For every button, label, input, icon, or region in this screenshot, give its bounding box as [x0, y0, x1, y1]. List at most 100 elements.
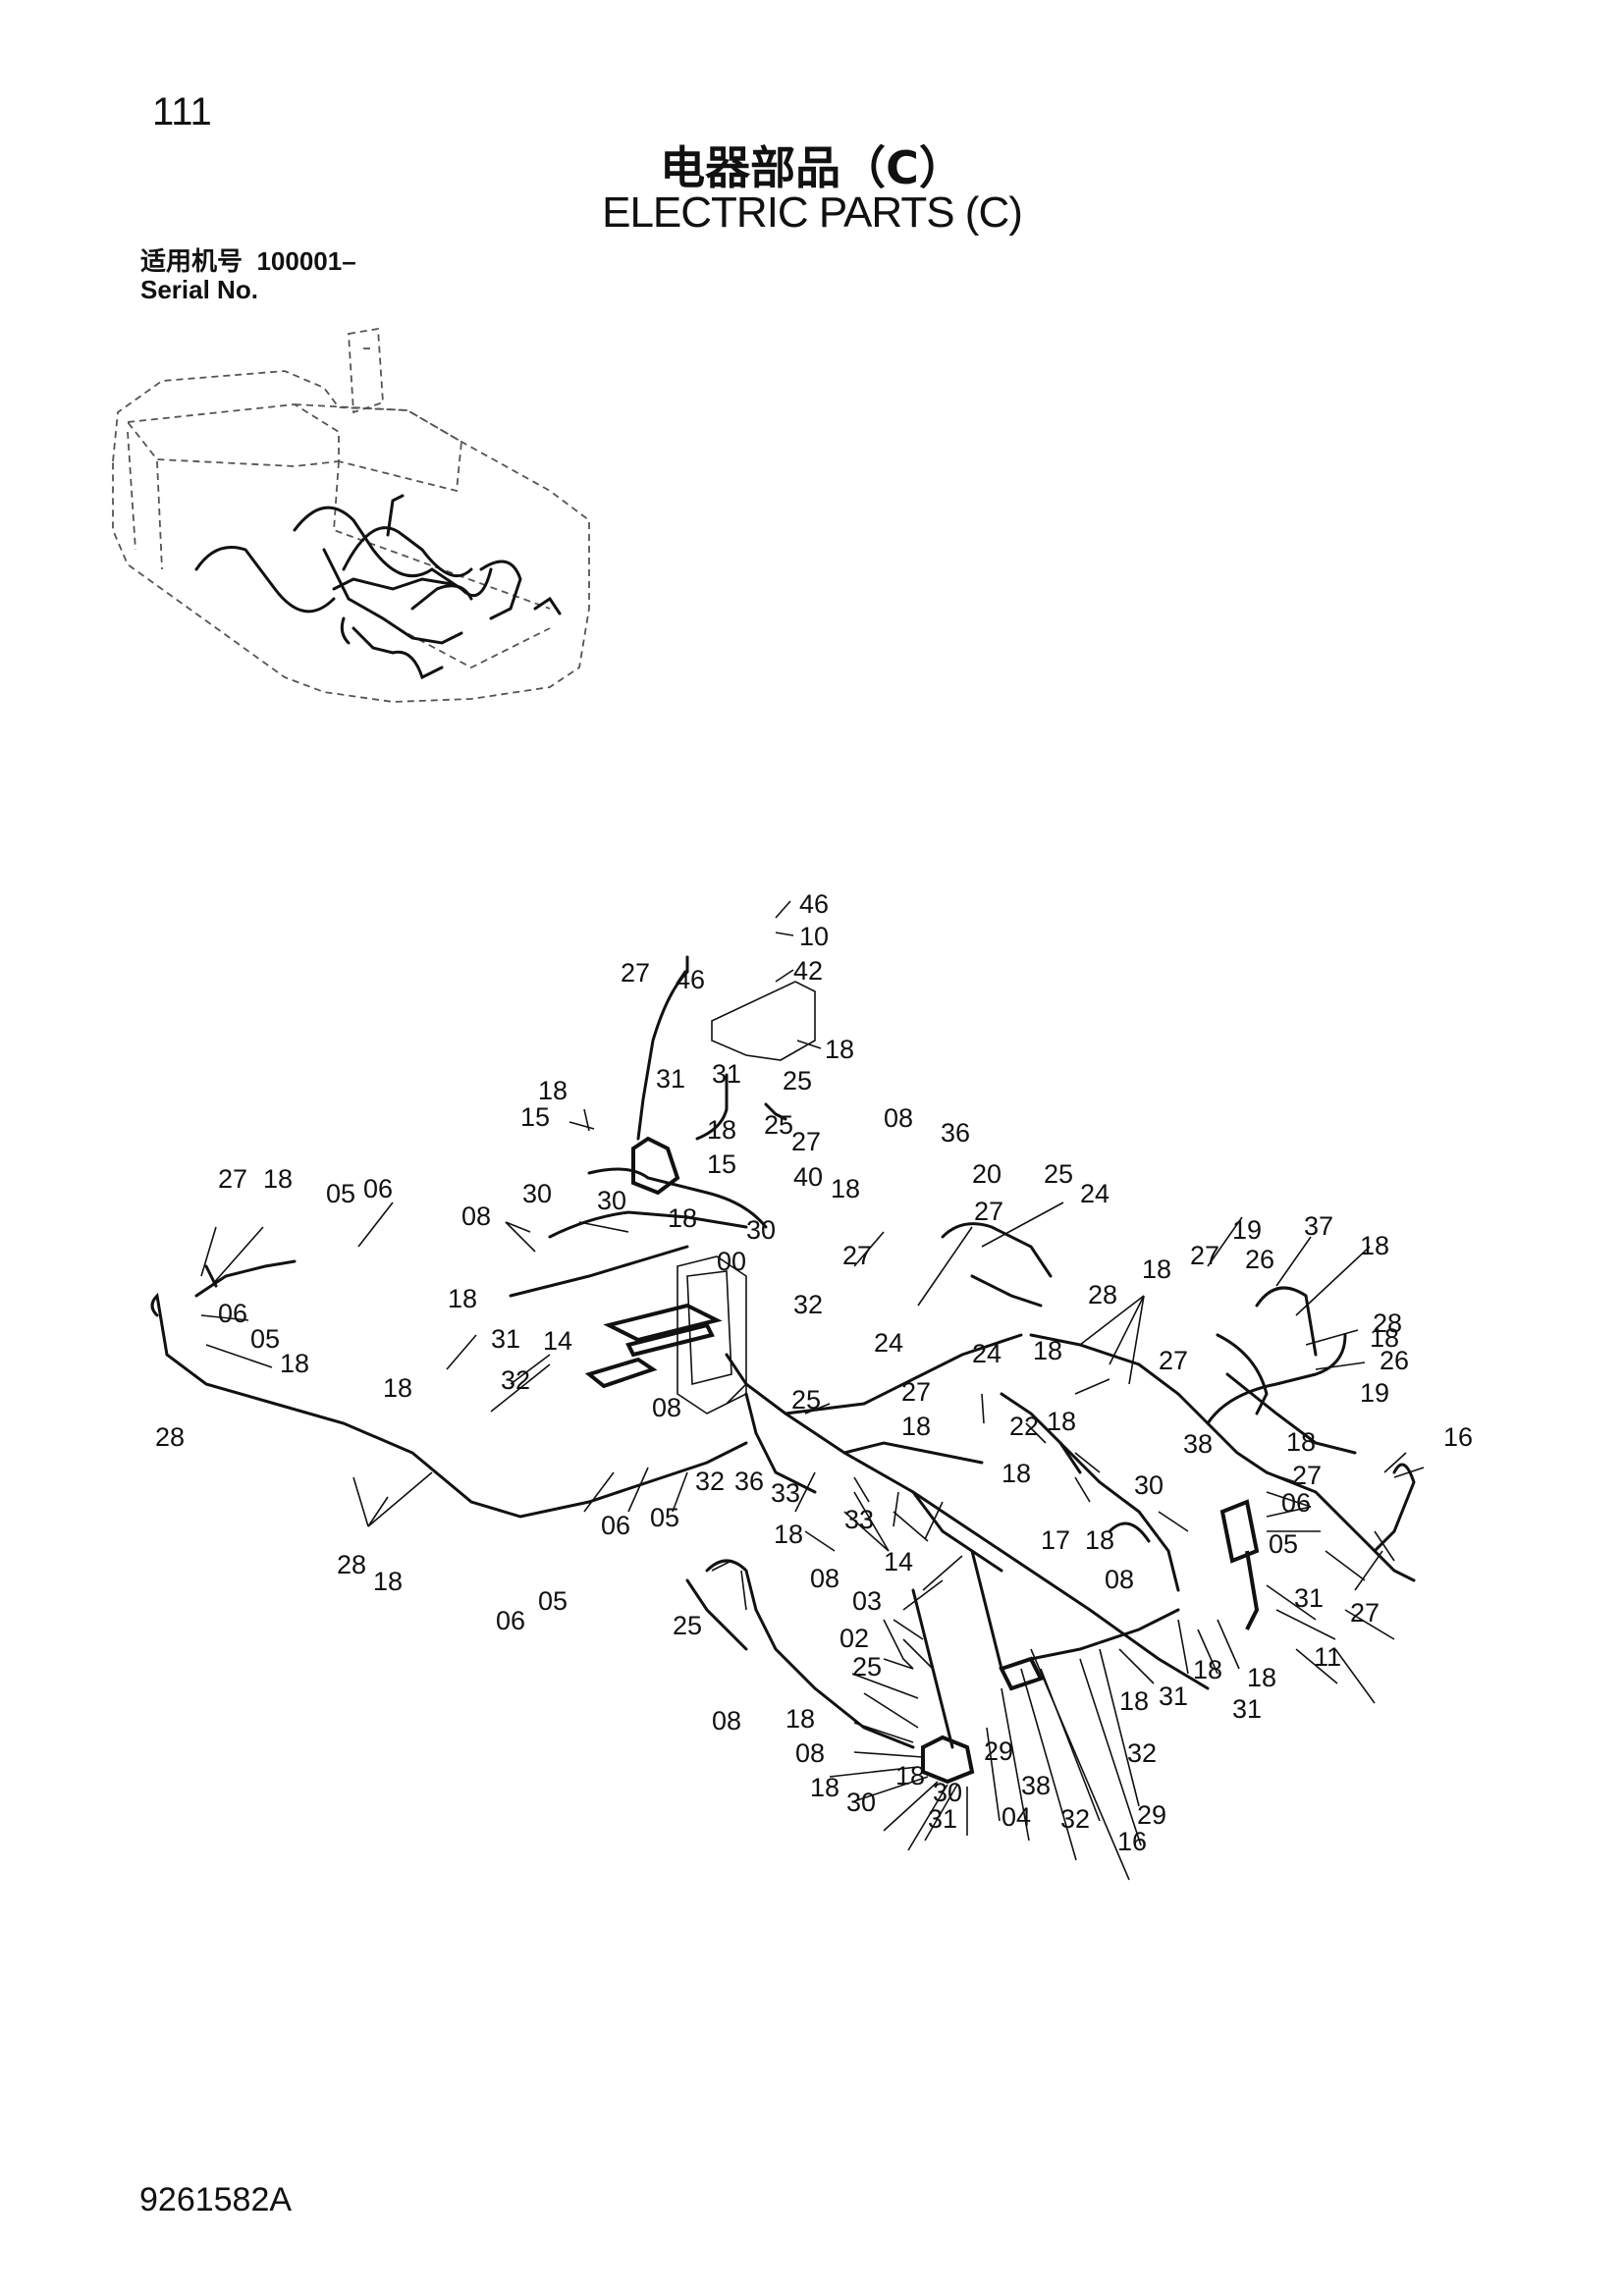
callout-label: 19 [1360, 1378, 1389, 1408]
callout-label: 22 [1009, 1412, 1039, 1441]
callout-label: 18 [1286, 1427, 1316, 1457]
callout-label: 46 [799, 889, 829, 919]
callout-label: 19 [1232, 1215, 1262, 1245]
callout-label: 18 [707, 1115, 736, 1145]
callout-label: 18 [831, 1174, 860, 1203]
serial-block: 适用机号 100001– Serial No. [140, 247, 356, 303]
callout-label: 18 [1142, 1255, 1171, 1284]
callout-label: 14 [543, 1326, 572, 1356]
callout-label: 00 [717, 1247, 746, 1276]
callout-label: 18 [785, 1704, 815, 1734]
callout-label: 06 [601, 1511, 630, 1540]
callout-label: 32 [695, 1467, 725, 1496]
callout-label: 27 [901, 1377, 931, 1407]
callout-label: 18 [825, 1035, 854, 1064]
callout-label: 05 [250, 1324, 280, 1354]
callout-label: 28 [337, 1550, 366, 1579]
callout-label: 26 [1245, 1245, 1274, 1274]
callout-label: 06 [496, 1606, 525, 1635]
callout-label: 16 [1117, 1827, 1147, 1856]
callout-label: 04 [1001, 1802, 1031, 1832]
callout-label: 31 [1232, 1694, 1262, 1724]
page-number: 111 [152, 90, 212, 133]
callout-label: 31 [928, 1804, 957, 1834]
callout-label: 28 [1088, 1280, 1117, 1309]
callout-label: 36 [734, 1467, 764, 1496]
main-harness-drawing [150, 955, 1416, 1785]
callout-label: 06 [363, 1174, 393, 1203]
callout-label: 27 [621, 958, 650, 988]
callout-label: 32 [501, 1365, 530, 1395]
callout-label: 30 [746, 1215, 776, 1245]
callout-label: 08 [884, 1103, 913, 1133]
callout-label: 30 [933, 1778, 962, 1807]
callout-label: 24 [972, 1339, 1001, 1368]
callout-label: 18 [383, 1373, 412, 1403]
callout-label: 25 [852, 1652, 882, 1682]
callout-leaders [200, 900, 1425, 1881]
callout-label: 29 [984, 1736, 1013, 1766]
callout-label: 30 [522, 1179, 552, 1208]
serial-label-chinese: 适用机号 [140, 247, 244, 277]
callout-label: 30 [597, 1186, 626, 1215]
callout-label: 18 [1085, 1525, 1114, 1555]
callout-label: 36 [941, 1118, 970, 1148]
callout-label: 08 [461, 1201, 491, 1231]
callout-label: 25 [1044, 1159, 1073, 1189]
callout-label: 27 [1159, 1346, 1188, 1375]
callout-label: 33 [844, 1505, 874, 1534]
callout-label: 30 [1134, 1470, 1164, 1500]
callout-label: 18 [538, 1076, 568, 1105]
callout-label: 08 [712, 1706, 741, 1735]
callout-label: 31 [491, 1324, 520, 1354]
callout-label: 27 [1292, 1461, 1322, 1490]
callout-label: 18 [901, 1412, 931, 1441]
callout-label: 02 [839, 1624, 869, 1653]
callout-label: 32 [1127, 1738, 1157, 1768]
callout-label: 25 [783, 1066, 812, 1095]
callout-label: 33 [771, 1478, 800, 1508]
callout-label: 18 [1193, 1655, 1222, 1684]
page-title-chinese: 电器部品（C） [660, 141, 964, 194]
callout-label: 24 [1080, 1179, 1110, 1208]
callout-label: 27 [842, 1241, 872, 1270]
callout-label: 06 [218, 1299, 247, 1328]
callout-labels: 46 10 27 46 42 18 18 31 31 25 15 18 25 2… [155, 889, 1473, 1856]
callout-label: 18 [373, 1567, 403, 1596]
callout-label: 27 [974, 1197, 1003, 1226]
callout-label: 18 [1370, 1323, 1399, 1353]
callout-label: 25 [764, 1110, 793, 1140]
callout-label: 26 [1380, 1346, 1409, 1375]
callout-label: 38 [1021, 1771, 1051, 1800]
callout-label: 27 [1190, 1241, 1219, 1270]
callout-label: 31 [656, 1064, 685, 1094]
callout-label: 05 [326, 1179, 355, 1208]
callout-label: 08 [795, 1738, 825, 1768]
callout-label: 32 [793, 1290, 823, 1319]
callout-label: 08 [652, 1393, 681, 1422]
callout-label: 18 [1360, 1231, 1389, 1260]
callout-label: 15 [707, 1149, 736, 1179]
callout-label: 31 [1159, 1682, 1188, 1711]
callout-label: 32 [1060, 1804, 1090, 1834]
callout-label: 37 [1304, 1211, 1333, 1241]
callout-label: 28 [1373, 1308, 1402, 1338]
callout-label: 18 [1033, 1336, 1062, 1365]
callout-label: 25 [791, 1385, 821, 1415]
callout-label: 08 [810, 1564, 839, 1593]
callout-label: 18 [1247, 1663, 1276, 1692]
callout-label: 28 [155, 1422, 185, 1452]
callout-label: 11 [1314, 1642, 1341, 1672]
callout-label: 05 [1269, 1529, 1298, 1559]
callout-label: 27 [791, 1127, 821, 1156]
serial-value: 100001– [256, 246, 356, 276]
callout-label: 40 [793, 1162, 823, 1192]
callout-label: 16 [1443, 1422, 1473, 1452]
callout-label: 30 [846, 1788, 876, 1817]
callout-label: 18 [263, 1164, 293, 1194]
callout-label: 17 [1041, 1525, 1070, 1555]
callout-label: 03 [852, 1586, 882, 1616]
callout-label: 46 [676, 965, 705, 994]
callout-label: 42 [793, 956, 823, 986]
